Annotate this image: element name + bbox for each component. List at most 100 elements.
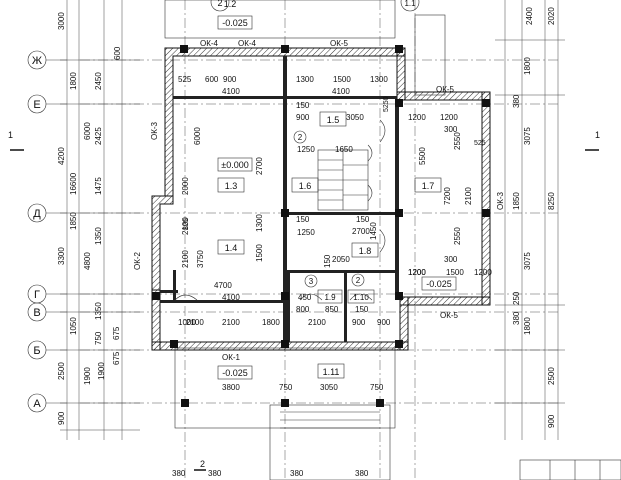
room-dim-46: 1900	[97, 362, 106, 380]
porch-outlines	[164, 0, 621, 480]
left-dimension-texts: 3000 16600 900 1800 4200 3300 2500 2450 …	[57, 12, 122, 425]
room-dim-5: 2700	[352, 227, 370, 236]
section-mark-bottom: 2	[200, 459, 205, 469]
dim-right-inner-0: 380	[512, 94, 521, 108]
dim-right-inner-1: 1850	[512, 192, 521, 210]
level-top: -0.025	[222, 18, 248, 28]
room-dim-0: 5250	[383, 96, 390, 112]
room-3: 3	[309, 277, 314, 286]
room-dim-2: 1650	[335, 145, 353, 154]
axis-label-g: Г	[34, 289, 40, 301]
room-2-upper: 2	[298, 133, 303, 142]
row-axis-bubbles: Ж Е Д Г В Б А	[27, 50, 67, 413]
level-marks: -0.025 ±0.000 -0.025 -0.025	[217, 15, 457, 380]
axis-label-col-1-1: 1.1	[404, 0, 416, 8]
dim-left-innermost-4: 1350	[94, 302, 103, 320]
dim-right-outer-0: 2400	[525, 7, 534, 25]
axis-label-a: А	[33, 398, 41, 410]
room-1-6: 1.6	[299, 181, 312, 191]
room-dim-21: 1800	[262, 318, 280, 327]
dim-right-outer-4: 900	[547, 414, 556, 428]
dim-left-mid-2: 3300	[57, 247, 66, 265]
window-ok5-top: ОК-5	[330, 39, 349, 48]
structural-columns	[152, 45, 490, 407]
axis-label-v: В	[33, 307, 40, 319]
room-dim-7: 2000	[181, 177, 190, 195]
room-dim-44: 1500	[446, 268, 464, 277]
room-dim-32: 5500	[418, 147, 427, 165]
axis-label-col-2: 2	[217, 0, 222, 8]
dim-bottom-4: 380	[172, 469, 186, 478]
dim-bottom-2: 750	[279, 383, 293, 392]
dim-right-outer-2: 8250	[547, 192, 556, 210]
axis-label-b: Б	[33, 345, 40, 357]
window-ok3-right: ОК-3	[496, 191, 505, 210]
room-dim-30: 150	[355, 305, 369, 314]
room-dim-23: 800	[296, 305, 310, 314]
room-dim-33: 7200	[443, 187, 452, 205]
dim-left-inner-3: 4800	[83, 252, 92, 270]
dim-top-0: 900	[223, 75, 237, 84]
room-dim-43: 1200	[408, 268, 426, 277]
column-axis-bubbles: 2 1.1	[210, 0, 420, 12]
room-1-7: 1.7	[422, 181, 435, 191]
dim-left-innermost-5: 750	[94, 331, 103, 345]
title-block	[549, 460, 601, 480]
room-dim-29: 150	[356, 215, 370, 224]
dim-right-mid-3: 1800	[523, 317, 532, 335]
room-1-5: 1.5	[327, 115, 340, 125]
room-dim-37: 300	[444, 125, 458, 134]
dim-left-innermost-0: 600	[113, 46, 122, 60]
room-1-11: 1.11	[323, 367, 340, 377]
dim-bottom-3: 750	[370, 383, 384, 392]
room-1-8: 1.8	[359, 246, 372, 256]
dim-left-mid-3: 2500	[57, 362, 66, 380]
room-dim-36: 2550	[453, 227, 462, 245]
level-side: -0.025	[426, 279, 452, 289]
dim-left-inner-4: 1050	[69, 317, 78, 335]
window-ok4-b: ОК-4	[238, 39, 257, 48]
room-dim-27: 1000	[178, 318, 196, 327]
room-dim-34: 2100	[464, 187, 473, 205]
section-mark-right: 1	[595, 130, 600, 140]
room-dim-20: 2100	[186, 318, 204, 327]
dim-top-4: 600	[205, 75, 219, 84]
room-dim-1: 3050	[346, 113, 364, 122]
room-dim-11: 4700	[214, 281, 232, 290]
dim-top-7: 150	[296, 101, 310, 110]
dim-top-1: 1300	[296, 75, 314, 84]
room-dim-8: 2100	[181, 217, 190, 235]
dim-left-innermost-3: 1350	[94, 227, 103, 245]
dim-right-outer-1: 2020	[547, 7, 556, 25]
section-marks: 1 1 2	[8, 130, 600, 471]
room-dim-18: 2100	[222, 318, 240, 327]
dim-left-inner-0: 2450	[94, 72, 103, 90]
dim-left-outer-1: 16600	[69, 172, 78, 195]
dim-top-8: 1200	[408, 113, 426, 122]
room-dim-16: 1250	[297, 228, 315, 237]
dim-left-inner-1: 6000	[83, 122, 92, 140]
room-dim-39: 525	[178, 75, 192, 84]
dim-top-3: 1300	[370, 75, 388, 84]
room-dim-22: 900	[352, 318, 366, 327]
dim-left-mid-1: 4200	[57, 147, 66, 165]
section-mark-left: 1	[8, 130, 13, 140]
window-ok4-a: ОК-4	[200, 39, 219, 48]
room-dim-10: 3750	[196, 250, 205, 268]
dim-bottom-6: 380	[290, 469, 304, 478]
room-dim-40: 525	[474, 140, 486, 147]
room-1-10: 1.10	[353, 293, 369, 302]
room-dim-3: 1250	[297, 145, 315, 154]
room-dim-19: 2100	[308, 318, 326, 327]
axis-label-zh: Ж	[32, 55, 42, 67]
room-dim-15: 1450	[369, 222, 378, 240]
interior-walls	[160, 56, 399, 346]
dim-left-innermost-6: 675	[112, 326, 121, 340]
exterior-walls	[151, 47, 491, 351]
dim-right-mid-1: 3075	[523, 127, 532, 145]
dim-left-innermost-1: 2425	[94, 127, 103, 145]
right-dimension-lines	[495, 0, 565, 440]
room-dim-6: 6000	[193, 127, 202, 145]
level-main: ±0.000	[221, 160, 248, 170]
